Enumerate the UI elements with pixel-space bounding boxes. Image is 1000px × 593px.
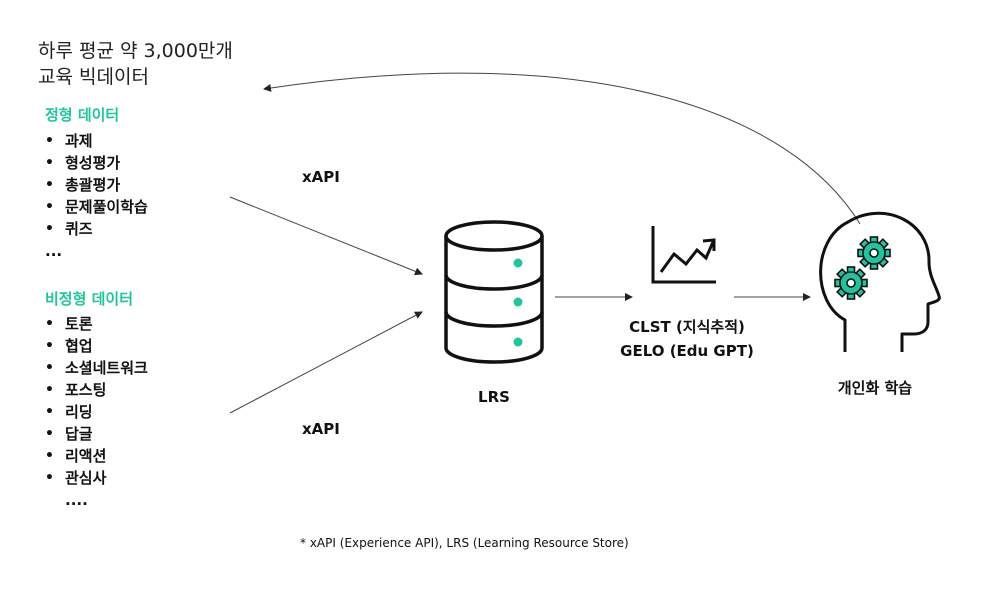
xapi-label-top: xAPI [302, 168, 340, 186]
list-item: 포스팅 [45, 379, 148, 401]
gear-icon [857, 236, 891, 270]
list-item: 토론 [45, 313, 148, 335]
arrow-structured-to-lrs [229, 196, 423, 276]
list-item: 형성평가 [45, 152, 148, 174]
analytics-line-2: GELO (Edu GPT) [620, 342, 754, 360]
list-item: 총괄평가 [45, 174, 148, 196]
footnote: * xAPI (Experience API), LRS (Learning R… [300, 536, 629, 550]
headline-line-1: 하루 평균 약 3,000만개 [38, 40, 233, 62]
list-more: .... [65, 491, 88, 509]
head-gears-icon [819, 211, 941, 352]
list-item: 리딩 [45, 401, 148, 423]
trend-chart-icon [651, 226, 716, 284]
arrow-unstructured-to-lrs [229, 311, 423, 414]
gear-icon [834, 266, 868, 300]
list-item: 리액션 [45, 445, 148, 467]
headline-line-2: 교육 빅데이터 [38, 66, 149, 88]
list-item: 과제 [45, 130, 148, 152]
list-item: 관심사 [45, 467, 148, 489]
list-item: 문제풀이학습 [45, 196, 148, 218]
headline: 하루 평균 약 3,000만개 교육 빅데이터 [38, 38, 233, 90]
analytics-label: CLST (지식추적) GELO (Edu GPT) [592, 315, 782, 363]
structured-data-list: 과제 형성평가 총괄평가 문제풀이학습 퀴즈 ... [45, 130, 148, 262]
personalized-learning-label: 개인화 학습 [837, 379, 913, 397]
unstructured-data-list: 토론 협업 소셜네트워크 포스팅 리딩 답글 리액션 관심사 .... [45, 313, 148, 511]
structured-data-title: 정형 데이터 [45, 106, 120, 124]
xapi-label-bottom: xAPI [302, 420, 340, 438]
database-icon [444, 220, 544, 364]
feedback-arrow [263, 72, 861, 225]
list-more: ... [45, 242, 63, 260]
list-item: 소셜네트워크 [45, 357, 148, 379]
list-item: 협업 [45, 335, 148, 357]
list-item: 답글 [45, 423, 148, 445]
unstructured-data-title: 비정형 데이터 [45, 290, 134, 308]
lrs-label: LRS [478, 388, 510, 406]
analytics-line-1: CLST (지식추적) [629, 318, 745, 336]
list-item: 퀴즈 [45, 218, 148, 240]
